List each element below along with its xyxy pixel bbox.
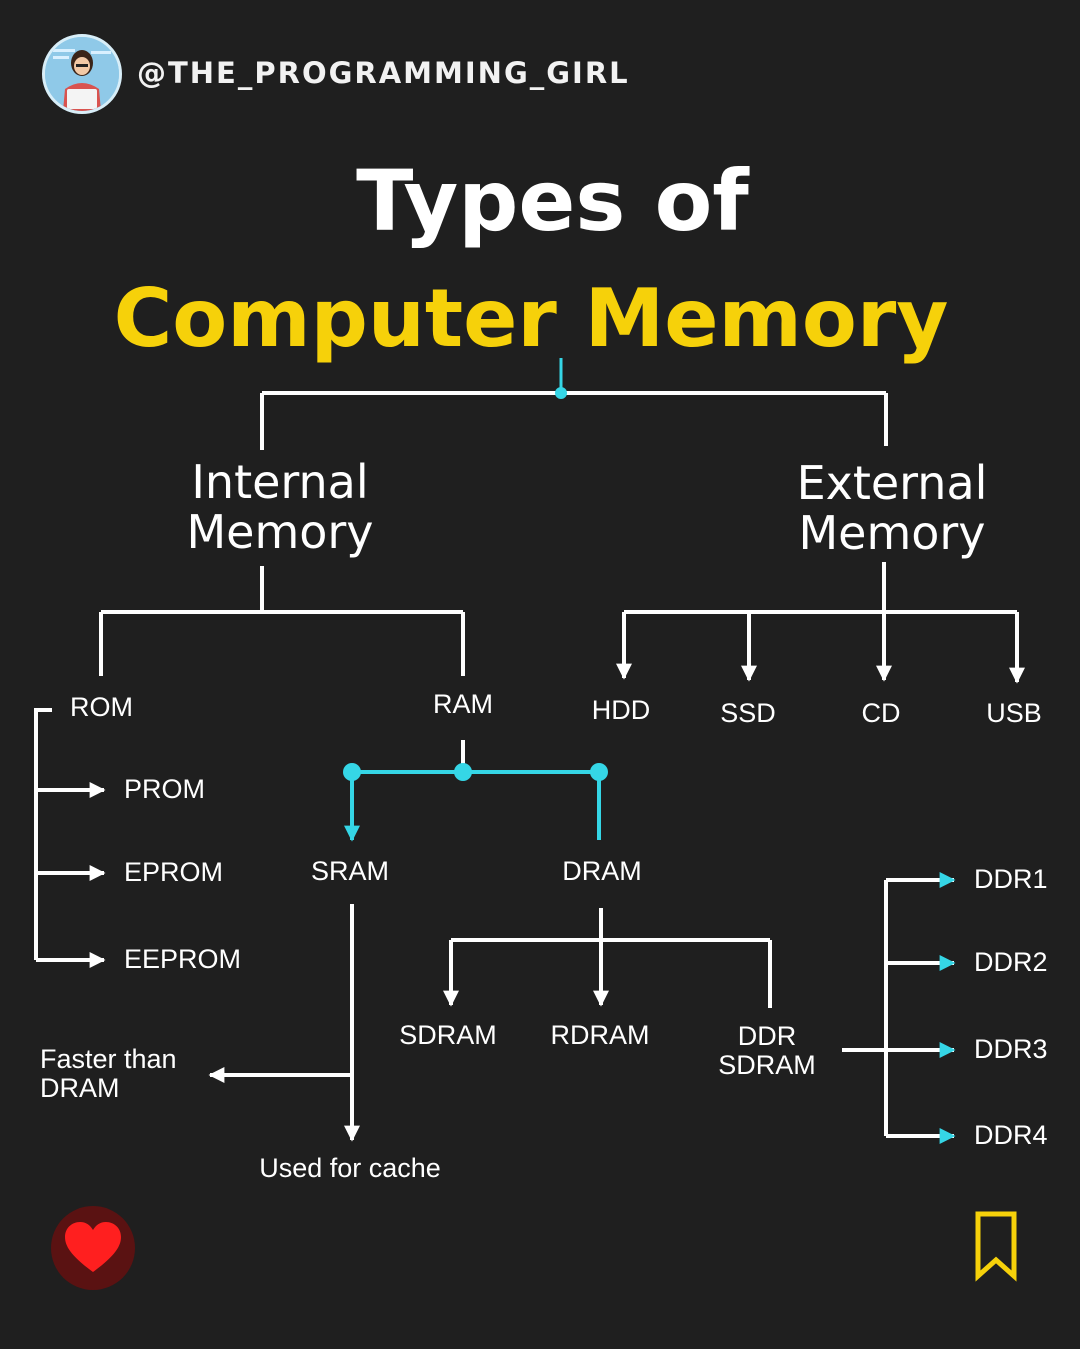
ddr2-label: DDR2 — [974, 947, 1048, 977]
external-memory-heading: External Memory — [762, 458, 1022, 558]
ssd-label: SSD — [720, 698, 776, 728]
internal-heading-line-2: Memory — [186, 505, 374, 559]
ram-label: RAM — [433, 689, 493, 719]
title-line-1: Types of — [356, 152, 749, 250]
sram-cache-note: Used for cache — [259, 1153, 441, 1183]
avatar[interactable] — [42, 34, 122, 114]
ddr3-label: DDR3 — [974, 1034, 1048, 1064]
external-heading-line-2: Memory — [798, 506, 986, 560]
dram-node — [590, 763, 608, 781]
like-button[interactable] — [51, 1206, 135, 1290]
ddr-sdram-label: DDR SDRAM — [718, 1022, 816, 1080]
ddr4-label: DDR4 — [974, 1120, 1048, 1150]
ram-node — [454, 763, 472, 781]
faster-line-1: Faster than — [40, 1044, 177, 1074]
prom-label: PROM — [124, 774, 205, 804]
ddr-sdram-line-1: DDR — [737, 1021, 797, 1051]
rom-label: ROM — [70, 692, 133, 722]
internal-memory-heading: Internal Memory — [150, 457, 410, 557]
rom-bracket — [34, 708, 52, 960]
usb-label: USB — [986, 698, 1042, 728]
eeprom-label: EEPROM — [124, 944, 242, 974]
sdram-label: SDRAM — [399, 1020, 497, 1050]
faster-line-2: DRAM — [40, 1073, 120, 1103]
ddr-sdram-line-2: SDRAM — [718, 1050, 816, 1080]
hdd-label: HDD — [591, 695, 651, 725]
ddr1-label: DDR1 — [974, 864, 1048, 894]
title-line-2: Computer Memory — [113, 272, 949, 365]
sram-node — [343, 763, 361, 781]
heart-icon — [65, 1222, 121, 1272]
sram-label: SRAM — [310, 856, 390, 886]
dram-label: DRAM — [562, 856, 642, 886]
rdram-label: RDRAM — [550, 1020, 650, 1050]
bookmark-button[interactable] — [972, 1208, 1020, 1284]
cd-label: CD — [861, 698, 901, 728]
sram-faster-note: Faster than DRAM — [40, 1045, 177, 1103]
external-heading-line-1: External — [796, 456, 988, 510]
eprom-label: EPROM — [124, 857, 224, 887]
avatar-illustration — [45, 37, 119, 111]
title-node — [555, 387, 567, 399]
account-handle[interactable]: @THE_PROGRAMMING_GIRL — [137, 56, 630, 90]
internal-heading-line-1: Internal — [191, 455, 369, 509]
bookmark-icon — [975, 1211, 1017, 1282]
